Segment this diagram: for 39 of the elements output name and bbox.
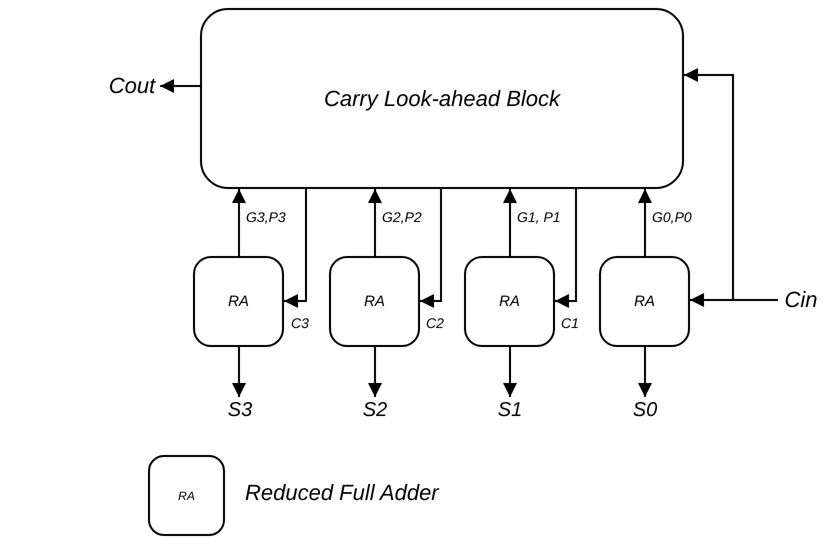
edge-label: G0,P0 xyxy=(651,209,693,225)
signal-label: Cout xyxy=(104,72,160,100)
arrow xyxy=(638,347,652,397)
edge-label: G1, P1 xyxy=(516,209,562,225)
arrow xyxy=(232,347,246,397)
arrow xyxy=(638,189,652,256)
adder-block xyxy=(464,256,555,347)
adder-block xyxy=(329,256,420,347)
arrow xyxy=(368,189,382,256)
adder-block xyxy=(148,455,225,536)
edge-label: G2,P2 xyxy=(381,209,423,225)
block-label: RA xyxy=(634,293,655,310)
signal-label: S3 xyxy=(223,397,257,423)
signal-label: S2 xyxy=(358,397,392,423)
carry-lookahead-block xyxy=(200,8,684,189)
legend-text: Reduced Full Adder xyxy=(245,480,439,506)
arrow xyxy=(232,189,246,256)
signal-label: Cin xyxy=(778,286,824,314)
edge-label: C3 xyxy=(290,315,310,331)
block-label: RA xyxy=(228,293,249,310)
arrow xyxy=(160,79,200,93)
adder-block xyxy=(193,256,284,347)
arrow xyxy=(690,293,778,307)
adder-block xyxy=(599,256,690,347)
edge-label: C2 xyxy=(425,315,445,331)
edge-label: C1 xyxy=(560,315,580,331)
block-label: RA xyxy=(178,488,195,502)
signal-label: S1 xyxy=(493,397,527,423)
arrow xyxy=(503,347,517,397)
signal-label: S0 xyxy=(628,397,662,423)
edge-label: G3,P3 xyxy=(245,209,287,225)
block-label: Carry Look-ahead Block xyxy=(324,86,560,112)
arrow xyxy=(503,189,517,256)
arrow xyxy=(368,347,382,397)
arrow xyxy=(420,189,442,308)
arrow xyxy=(284,189,307,308)
block-label: RA xyxy=(499,293,520,310)
arrow xyxy=(555,189,577,308)
block-label: RA xyxy=(364,293,385,310)
